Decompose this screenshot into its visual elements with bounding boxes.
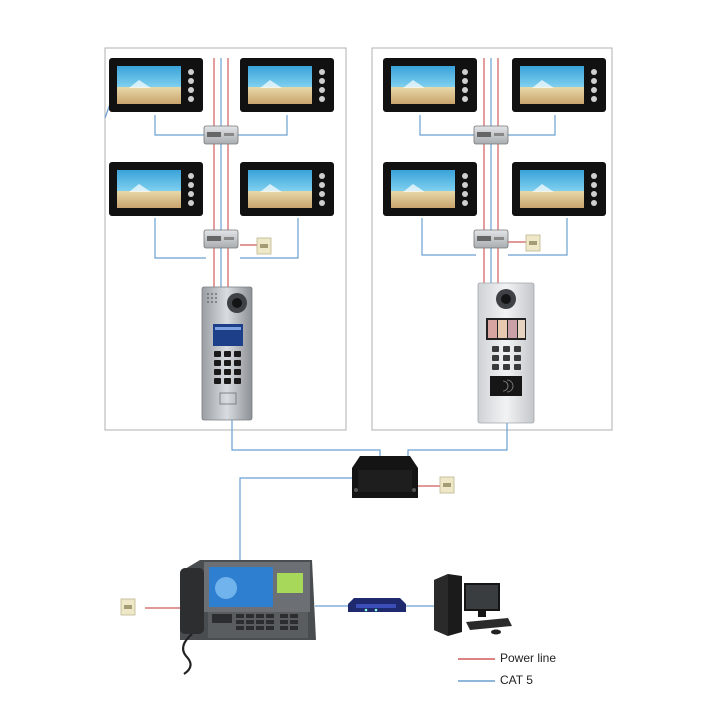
pc-icon	[434, 574, 512, 636]
switch-icon	[352, 456, 418, 498]
indoor-monitor-icon	[512, 58, 606, 112]
management-center-icon	[180, 560, 316, 675]
indoor-monitor-icon	[383, 58, 477, 112]
distributor-icon	[203, 125, 239, 145]
left-wiring	[104, 58, 299, 290]
distributor-icon	[203, 229, 239, 249]
power-supply-icon	[120, 598, 136, 616]
indoor-monitor-icon	[383, 162, 477, 216]
indoor-monitor-icon	[240, 58, 334, 112]
right-wiring	[419, 58, 568, 290]
power-supply-icon	[256, 237, 272, 255]
door-station-icon	[477, 282, 535, 424]
building-right	[371, 47, 613, 431]
router-icon	[348, 598, 406, 612]
backbone-wiring	[145, 420, 508, 609]
distributor-icon	[473, 229, 509, 249]
building-left	[104, 47, 347, 431]
legend-cat5-label: CAT 5	[500, 673, 533, 687]
door-station-icon	[201, 286, 253, 421]
indoor-monitor-icon	[240, 162, 334, 216]
power-supply-icon	[439, 476, 455, 494]
indoor-monitor-icon	[109, 162, 203, 216]
indoor-monitor-icon	[512, 162, 606, 216]
power-supply-icon	[525, 234, 541, 252]
indoor-monitor-icon	[109, 58, 203, 112]
distributor-icon	[473, 125, 509, 145]
legend-power-line-label: Power line	[500, 651, 557, 665]
